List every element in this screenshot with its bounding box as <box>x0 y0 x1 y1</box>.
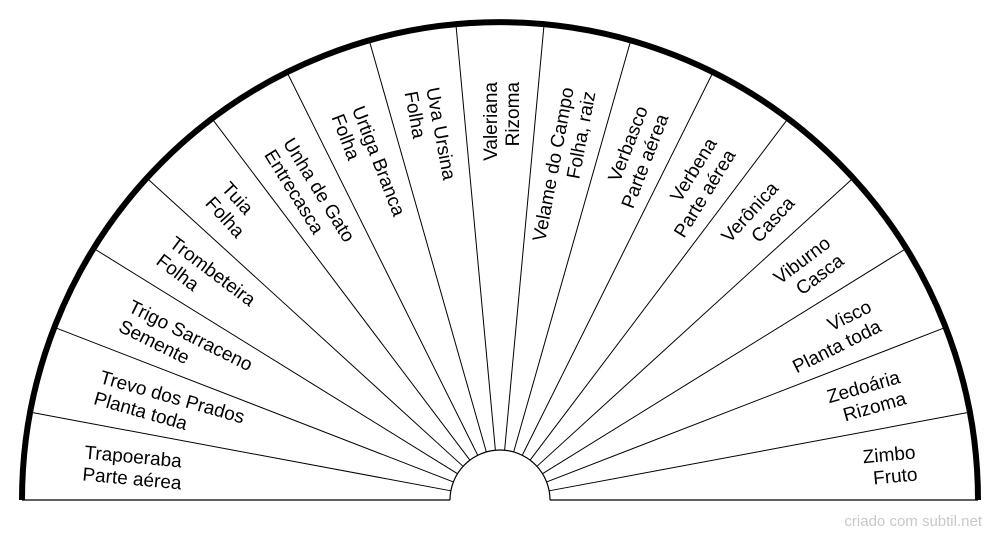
segment-divider <box>529 118 789 461</box>
segment-divider <box>30 411 451 492</box>
segment-divider <box>93 247 458 475</box>
plant-part: Rizoma <box>503 82 524 147</box>
segment-divider <box>549 411 970 492</box>
inner-arc <box>449 449 551 501</box>
segment-divider <box>504 23 545 451</box>
segment-divider <box>211 118 471 461</box>
credit-text: criado com subtil.net <box>844 513 982 530</box>
segment-divider <box>368 40 487 453</box>
segment-divider <box>146 177 464 467</box>
plant-name: Zimbo <box>862 443 917 469</box>
segment-divider <box>546 326 946 483</box>
plant-name: Valeriana <box>481 82 502 161</box>
segment-divider <box>521 71 714 456</box>
segment-divider <box>542 247 907 475</box>
segment-divider <box>286 71 479 456</box>
segment-divider <box>536 177 854 467</box>
plant-part: Fruto <box>872 464 918 489</box>
segment-dividers <box>30 23 970 492</box>
outer-arc <box>19 19 981 501</box>
segment-divider <box>455 23 496 451</box>
segment-divider <box>513 40 632 453</box>
plant-name: Urtiga Branca <box>347 103 409 219</box>
segment-divider <box>54 326 454 483</box>
